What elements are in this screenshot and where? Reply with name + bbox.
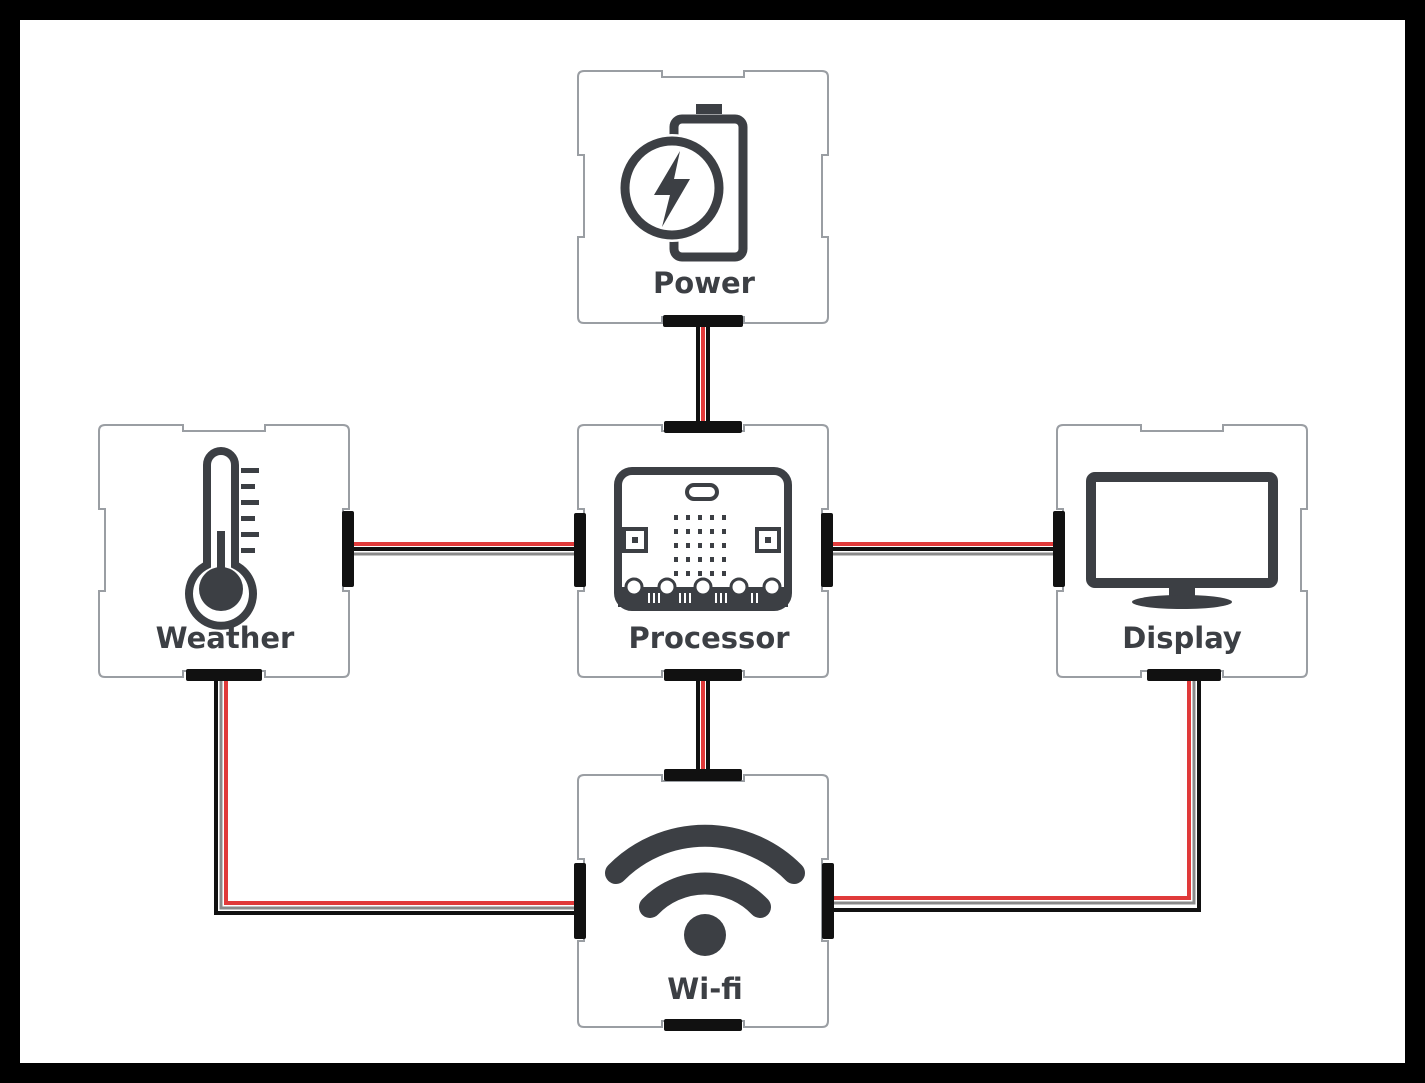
thermometer-icon [185,447,259,630]
module-label-display: Display [1122,621,1242,655]
battery-charging-icon [618,104,748,262]
wire-power-processor [696,325,710,425]
connector-display-left [1053,511,1065,587]
wire-weather-wifi [214,678,577,915]
module-weather: Weather [98,424,354,681]
connector-processor-bottom [664,669,742,681]
module-power: Power [577,70,829,327]
module-processor: Processor [574,421,833,681]
monitor-icon [1086,472,1278,609]
wire-processor-wifi [696,678,710,772]
module-label-processor: Processor [628,621,790,655]
module-label-wifi: Wi-fi [667,972,742,1006]
connector-wifi-right [822,863,834,939]
connector-power-bottom [663,315,743,327]
connector-wifi-bottom [664,1019,742,1031]
module-label-power: Power [653,266,756,300]
wire-display-wifi [832,678,1201,912]
connector-wifi-top [664,769,742,781]
wifi-icon [605,824,805,956]
microbit-board-icon [614,467,792,611]
connector-weather-bottom [186,669,262,681]
connector-processor-top [664,421,742,433]
connector-display-bottom [1147,669,1221,681]
connector-weather-right [342,511,354,587]
module-display: Display [1053,424,1308,681]
wire-weather-processor [352,542,577,556]
connector-processor-left [574,513,586,587]
connector-wifi-left [574,863,586,939]
wire-processor-display [832,542,1057,556]
module-label-weather: Weather [156,621,295,655]
module-wifi: Wi-fi [574,769,834,1031]
wires [214,325,1201,915]
connector-processor-right [821,513,833,587]
